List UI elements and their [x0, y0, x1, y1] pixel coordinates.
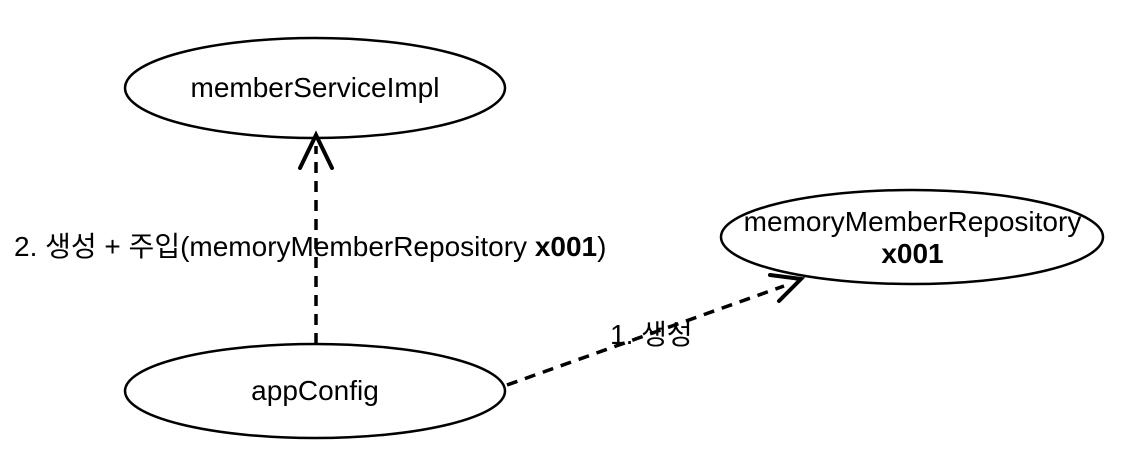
create-inject-arrowhead-icon	[298, 130, 334, 170]
node-app-config-shape	[123, 342, 507, 440]
node-memory-member-repository-shape	[719, 188, 1105, 286]
create-edge-line	[506, 284, 785, 387]
create-arrowhead-icon	[768, 273, 806, 303]
node-member-service-impl-shape	[123, 36, 507, 140]
